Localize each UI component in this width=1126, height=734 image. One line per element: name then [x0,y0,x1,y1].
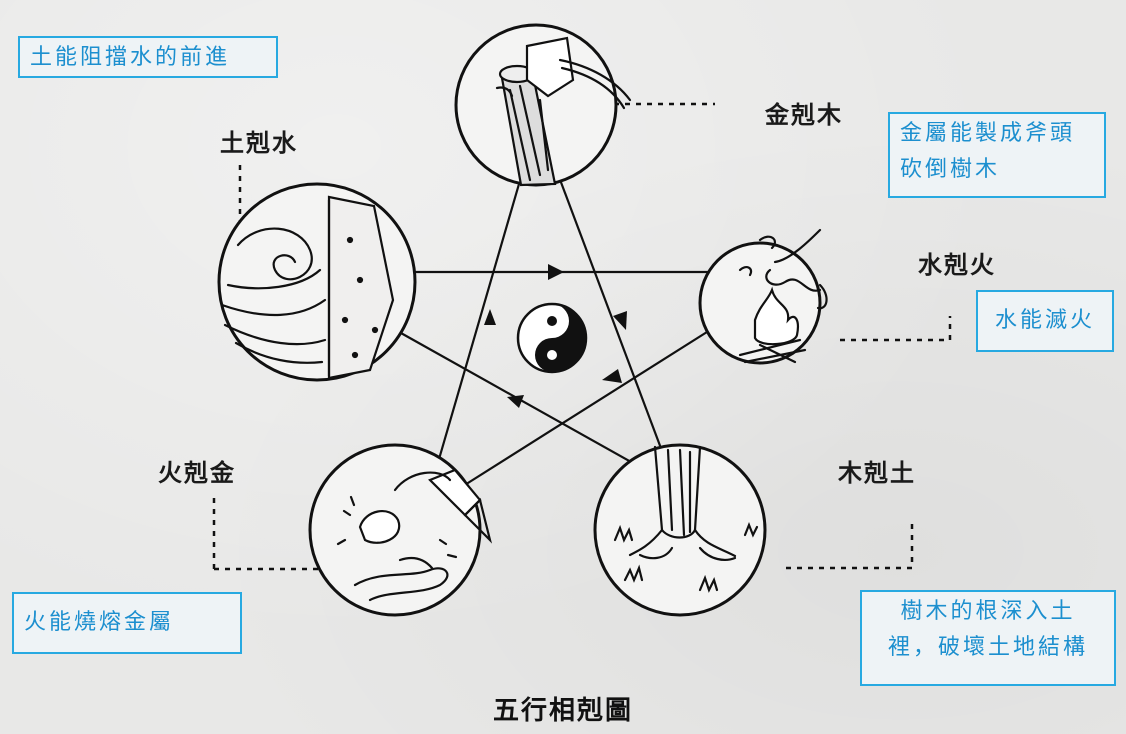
note-water-fire-text: 水能滅火 [994,308,1095,333]
label-wood-overcomes-earth: 木剋土 [838,458,916,487]
tree-roots-icon [613,445,759,593]
arrow-metal-wood [613,311,627,330]
note-earth-water: 土能阻擋水的前進 [18,36,278,78]
line-fire-to-metal [435,152,530,467]
water-splashing-fire-icon [738,228,828,364]
leader-wood [786,522,914,570]
note-fire-metal: 火能燒熔金屬 [12,592,242,654]
label-water-overcomes-fire: 水剋火 [918,250,996,279]
leader-fire [212,496,318,571]
wave-against-earth-wall-icon [220,195,395,380]
note-wood-earth: 樹木的根深入土 裡，破壞土地結構 [860,590,1116,686]
arrow-earth-water [548,264,564,280]
arrow-water-fire [602,369,622,383]
label-earth-overcomes-water: 土剋水 [220,128,298,157]
arrow-fire-metal [484,309,496,325]
note-wood-earth-line2: 裡，破壞土地結構 [887,635,1088,660]
note-metal-wood: 金屬能製成斧頭 砍倒樹木 [888,112,1106,198]
yin-yang-icon [516,302,588,374]
note-metal-wood-line1: 金屬能製成斧頭 [900,121,1076,146]
note-metal-wood-line2: 砍倒樹木 [900,157,1001,182]
note-wood-earth-line1: 樹木的根深入土 [900,599,1076,624]
molten-metal-icon [336,468,493,602]
line-metal-to-wood [548,152,667,460]
leader-water [840,316,952,342]
note-water-fire: 水能滅火 [976,290,1114,352]
note-fire-metal-text: 火能燒熔金屬 [24,610,175,635]
line-water-to-fire [459,319,727,489]
label-fire-overcomes-metal: 火剋金 [158,458,236,487]
arrow-wood-earth [507,395,524,408]
diagram-caption: 五行相剋圖 [492,696,633,726]
label-metal-overcomes-wood: 金剋木 [765,100,843,129]
axe-chopping-log-icon [495,36,632,187]
arrow-heads [484,264,627,408]
note-earth-water-text: 土能阻擋水的前進 [30,45,231,70]
